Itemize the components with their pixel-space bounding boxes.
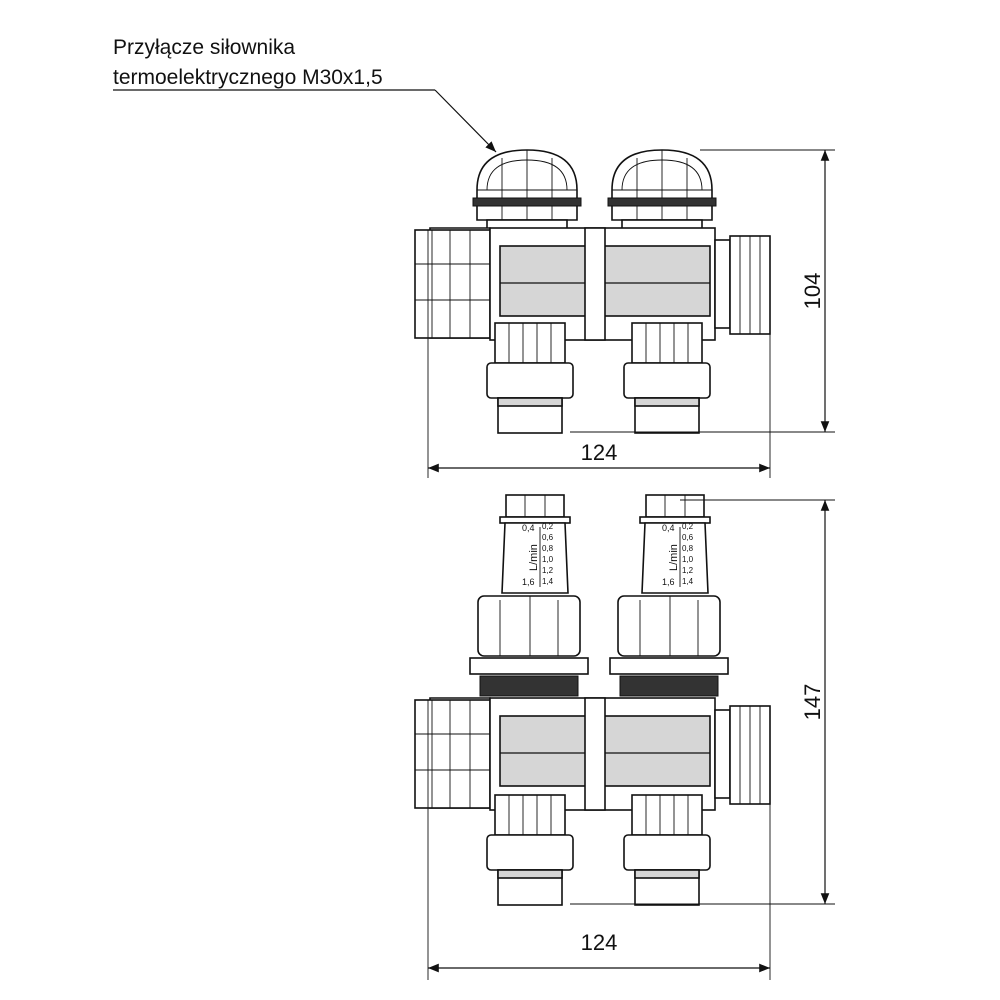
flowmeter-1: 0,4 1,6 0,2 0,6 0,8 1,0 1,2 1,4 L/min bbox=[499, 494, 571, 594]
scale-left-1: 1,6 bbox=[522, 577, 535, 587]
scale-right: 0,6 bbox=[682, 533, 694, 542]
scale-right: 1,0 bbox=[542, 555, 554, 564]
outlet-2 bbox=[623, 322, 711, 434]
actuator-cap-1 bbox=[472, 149, 582, 231]
flowmeter-nut-2 bbox=[609, 595, 729, 697]
callout-leader-arrow bbox=[434, 89, 497, 153]
callout-line1: Przyłącze siłownika bbox=[113, 36, 296, 59]
outlet-1 bbox=[486, 794, 574, 906]
outlet-2 bbox=[623, 794, 711, 906]
manifold-body bbox=[414, 227, 771, 341]
scale-right: 0,6 bbox=[542, 533, 554, 542]
manifold-body bbox=[414, 697, 771, 811]
scale-right: 0,2 bbox=[542, 522, 554, 531]
scale-left-0: 0,4 bbox=[522, 523, 535, 533]
scale-left-0: 0,4 bbox=[662, 523, 675, 533]
top-width-dim: 124 bbox=[581, 440, 618, 465]
scale-right: 1,4 bbox=[542, 577, 554, 586]
actuator-cap-2 bbox=[607, 149, 717, 231]
flowmeter-nut-1 bbox=[469, 595, 589, 697]
flow-unit: L/min bbox=[528, 544, 540, 571]
callout-line2: termoelektrycznego M30x1,5 bbox=[113, 66, 383, 89]
scale-right: 0,8 bbox=[682, 544, 694, 553]
scale-left-1: 1,6 bbox=[662, 577, 675, 587]
flowmeter-2: 0,4 1,6 0,2 0,6 0,8 1,0 1,2 1,4 L/min bbox=[639, 494, 711, 594]
scale-right: 1,2 bbox=[542, 566, 554, 575]
bottom-width-dim: 124 bbox=[581, 930, 618, 955]
scale-right: 1,4 bbox=[682, 577, 694, 586]
outlet-1 bbox=[486, 322, 574, 434]
bottom-view: 0,4 1,6 0,2 0,6 0,8 1,0 1,2 1,4 L/min 0,… bbox=[414, 494, 835, 980]
top-view: 104 124 bbox=[113, 89, 835, 478]
bottom-height-dim: 147 bbox=[800, 684, 825, 721]
scale-right: 0,8 bbox=[542, 544, 554, 553]
scale-right: 0,2 bbox=[682, 522, 694, 531]
scale-right: 1,2 bbox=[682, 566, 694, 575]
flow-unit: L/min bbox=[668, 544, 680, 571]
scale-right: 1,0 bbox=[682, 555, 694, 564]
top-height-dim: 104 bbox=[800, 273, 825, 310]
